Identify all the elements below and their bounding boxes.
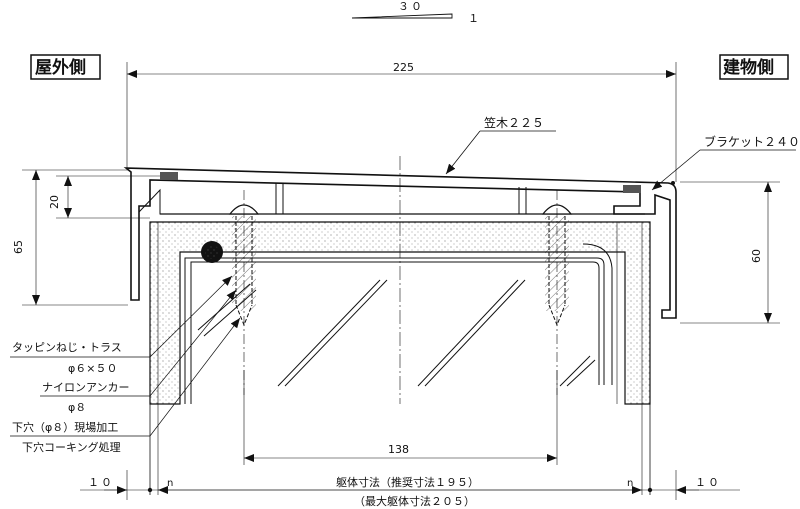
dimension-bottom: １０ １０ n n 躯体寸法（推奨寸法１９５） （最大躯体寸法２０５） xyxy=(80,470,740,508)
svg-text:屋外側: 屋外側 xyxy=(35,57,86,78)
coping-label: 笠木２２５ xyxy=(484,115,544,130)
hole-label: 下穴（φ８）現場加工 xyxy=(12,420,118,434)
slope-triangle xyxy=(351,13,453,19)
callout-bracket: ブラケット２４０ xyxy=(651,134,800,191)
caulk-label: 下穴コーキング処理 xyxy=(22,440,121,454)
n-left-label: n xyxy=(167,478,173,489)
left-margin-label: １０ xyxy=(88,476,114,489)
body-size-label: 躯体寸法（推奨寸法１９５） xyxy=(336,475,479,489)
left-lip-label: 20 xyxy=(48,195,61,209)
exterior-side-label: 屋外側 xyxy=(30,54,101,80)
slope-indicator: ３０ １ xyxy=(351,0,479,25)
right-margin-label: １０ xyxy=(695,476,721,489)
screw-label: タッピンねじ・トラス xyxy=(12,341,122,354)
dimension-left-lip: 20 xyxy=(48,175,160,219)
anchor-spacing-label: 138 xyxy=(388,443,409,456)
dimension-top-width: 225 xyxy=(126,61,677,182)
interior-side-label: 建物側 xyxy=(719,54,789,80)
anchor-label: ナイロンアンカー xyxy=(42,381,130,394)
svg-text:建物側: 建物側 xyxy=(723,57,774,78)
top-width-label: 225 xyxy=(393,61,414,74)
slope-run-label: ３０ xyxy=(398,0,424,13)
dimension-anchor-spacing: 138 xyxy=(243,370,558,465)
callout-coping: 笠木２２５ xyxy=(445,115,556,175)
wall-body xyxy=(149,221,651,495)
dimension-right-height: 60 xyxy=(680,181,780,324)
callout-screw-anchor: タッピンねじ・トラス φ６×５０ ナイロンアンカー φ８ 下穴（φ８）現場加工 … xyxy=(10,275,241,454)
right-height-label: 60 xyxy=(750,249,763,263)
slope-rise-label: １ xyxy=(468,12,479,25)
anchor-spec-label: φ８ xyxy=(68,401,86,414)
screw-spec-label: φ６×５０ xyxy=(68,362,117,375)
left-height-label: 65 xyxy=(12,240,25,254)
n-right-label: n xyxy=(627,478,633,489)
wall-hatch-diagonals xyxy=(197,279,596,387)
anchor-left xyxy=(228,190,260,395)
body-max-label: （最大躯体寸法２０５） xyxy=(354,494,475,508)
anchor-right xyxy=(541,190,573,395)
dimension-left-height: 65 xyxy=(12,169,128,306)
bracket-label: ブラケット２４０ xyxy=(704,134,800,149)
